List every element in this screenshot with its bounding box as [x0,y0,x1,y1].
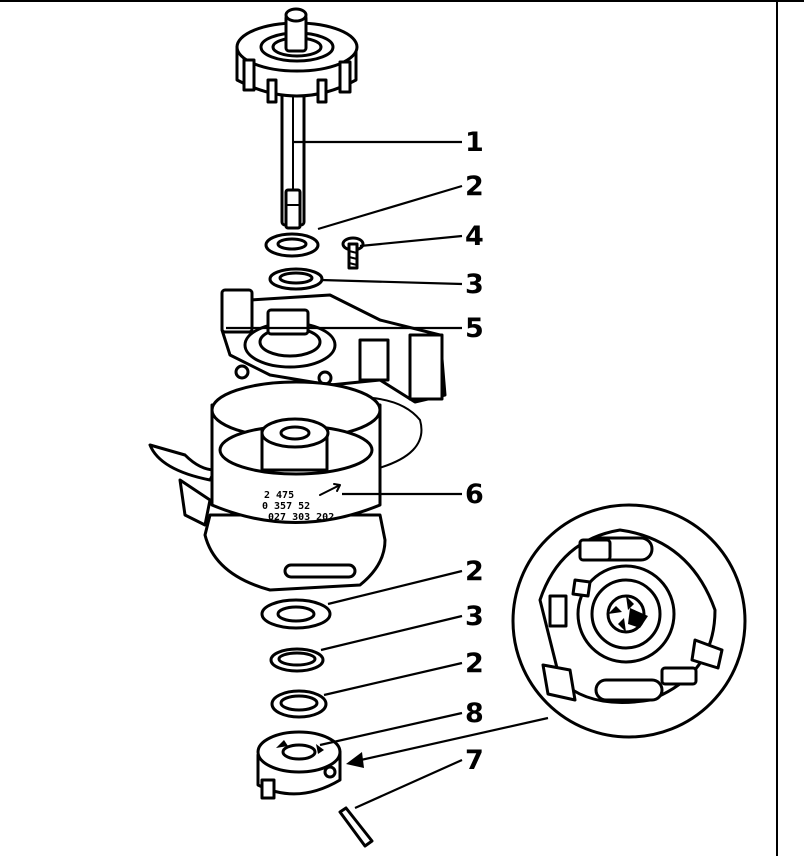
callout-3-upper: 3 [465,269,484,300]
housing-part: 2 475 0 357 52 027 303 202 [148,380,423,592]
callout-5: 5 [465,313,484,344]
leader-line-3a [320,278,463,286]
drive-coupling-part [256,730,342,800]
breaker-plate-part [220,288,447,404]
callout-1: 1 [465,127,484,158]
callout-2-lower: 2 [465,648,484,679]
washer-part-upper [264,232,320,258]
callout-2-upper: 2 [465,171,484,202]
leader-line-2c [323,661,463,697]
leader-line-2b [327,569,463,606]
inset-pointer-arrowhead [346,752,364,768]
callout-8: 8 [465,698,484,729]
pin-part [338,806,374,848]
leader-line-8 [319,711,463,747]
leader-line-7 [354,758,463,810]
leader-line-3b [320,614,463,652]
callout-6: 6 [465,479,484,510]
screw-part [341,236,365,270]
shaft-part [235,7,359,230]
callout-2-middle: 2 [465,556,484,587]
housing-stamp-line1: 2 475 [264,490,294,501]
inset-pointer-arrow-line [351,716,549,764]
shim-ring-part-upper [268,267,324,291]
housing-stamp-line3: 027 303 202 [268,512,334,523]
washer-part-lower-2 [270,689,328,719]
washer-part-lower-1 [260,598,332,630]
callout-3-lower: 3 [465,601,484,632]
leader-line-2a [317,184,463,231]
callout-7: 7 [465,745,484,776]
shim-ring-part-lower [269,647,325,673]
housing-stamp-line2: 0 357 52 [262,501,310,512]
detail-inset-view [511,503,747,739]
callout-4: 4 [465,221,484,252]
leader-line-4 [359,234,463,248]
